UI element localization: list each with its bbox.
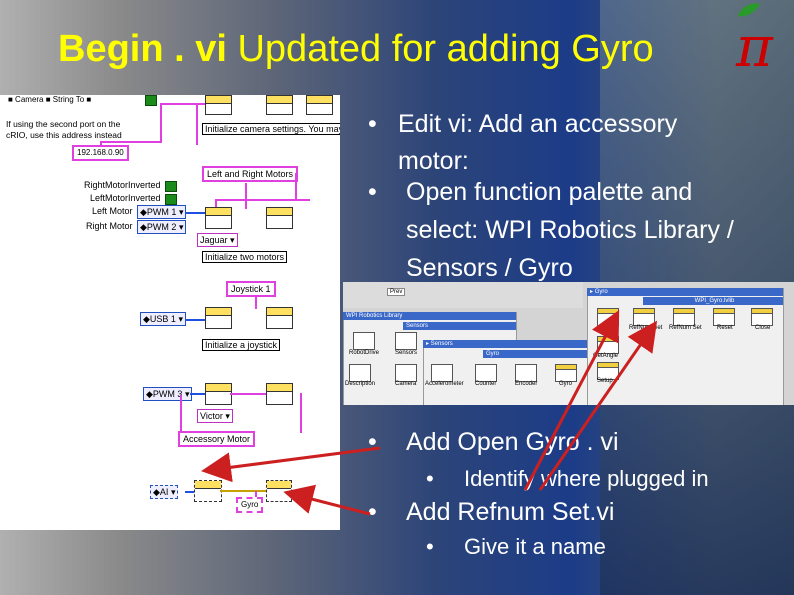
accessory-motor-label: Accessory Motor <box>178 431 256 447</box>
sensors-window-bar: ▸ Sensors <box>423 340 604 348</box>
function-palette-image: Prev WPI Robotics Library Sensors RobotD… <box>343 282 794 405</box>
sensors-bar: Sensors <box>403 322 516 330</box>
wpi-library-bar: WPI Robotics Library <box>343 312 516 320</box>
pwm2-control: ◆PWM 2 ▾ <box>137 220 187 234</box>
usb1-text: USB 1 <box>149 314 176 324</box>
camera-settings-label: Initialize camera settings. You may <box>202 123 340 135</box>
pwm3-text: PWM 3 <box>152 389 183 399</box>
open-accessory-motor-vi <box>205 383 232 405</box>
gyro-close-icon <box>751 308 773 326</box>
title-rest: Updated for adding Gyro <box>226 28 654 70</box>
left-right-motors-label: Left and Right Motors <box>202 166 299 182</box>
gyro-icon <box>555 364 577 382</box>
joystick1-label: Joystick 1 <box>226 281 276 297</box>
note-line-2: cRIO, use this address instead <box>6 130 122 140</box>
pwm2-text: PWM 2 <box>146 222 177 232</box>
block-diagram-image: ■ Camera ■ String To ■ Initialize camera… <box>0 95 340 530</box>
description-icon <box>349 364 371 382</box>
left-motor-label: Left Motor <box>92 206 133 216</box>
title-bold: Begin . vi <box>58 28 227 70</box>
open-motor-vi <box>205 207 232 229</box>
victor-selector: Victor ▾ <box>197 409 233 423</box>
diagram-top-text: ■ Camera ■ String To ■ <box>8 95 92 104</box>
open-joystick-vi <box>205 307 232 329</box>
jaguar-text: Jaguar <box>200 235 228 245</box>
init-joystick-label: Initialize a joystick <box>202 339 281 351</box>
open-gyro-vi <box>194 480 222 502</box>
motor-vi-2 <box>266 207 293 229</box>
gyro-reset-icon <box>713 308 735 326</box>
init-two-motors-label: Initialize two motors <box>202 251 288 263</box>
wpi-gyro-bar: WPI_Gyro.lvlib <box>643 297 783 305</box>
gyro-open-icon <box>597 308 619 326</box>
gyro-name-constant: Gyro <box>236 497 264 513</box>
slide-title: Begin . vi Updated for adding Gyro <box>58 28 654 71</box>
gyro-refnum-set-vi <box>266 480 292 502</box>
camera-vi-3 <box>306 95 333 115</box>
gyro-refnum-set-icon <box>673 308 695 326</box>
camera-icon <box>395 364 417 382</box>
pwm1-text: PWM 1 <box>146 207 177 217</box>
leaf-icon <box>738 3 760 17</box>
gyro-getangle-icon <box>597 336 619 354</box>
right-inverted-bool <box>165 181 177 192</box>
gyro-sub-bar: Gyro <box>483 350 604 358</box>
left-inverted-label: LeftMotorInverted <box>90 193 161 203</box>
accessory-motor-vi-2 <box>266 383 293 405</box>
note-line-1: If using the second port on the <box>6 119 121 129</box>
robotdrive-icon <box>353 332 375 350</box>
diagram-bool <box>145 95 157 106</box>
gyro-palette-bar: ▸ Gyro <box>587 288 783 296</box>
ip-constant: 192.168.0.90 <box>72 145 129 161</box>
ai-control: ◆AI ▾ <box>150 485 179 499</box>
camera-vi-2 <box>266 95 293 115</box>
pwm3-control: ◆PWM 3 ▾ <box>143 387 193 401</box>
accelerometer-icon <box>431 364 453 382</box>
jaguar-selector: Jaguar ▾ <box>197 233 238 247</box>
gyro-refnum-get-icon <box>633 308 655 326</box>
usb1-control: ◆USB 1 ▾ <box>140 312 186 326</box>
pwm1-control: ◆PWM 1 ▾ <box>137 205 187 219</box>
right-motor-label: Right Motor <box>86 221 133 231</box>
encoder-icon <box>515 364 537 382</box>
camera-vi-1 <box>205 95 232 115</box>
victor-text: Victor <box>200 411 223 421</box>
ai-text: AI <box>159 487 169 497</box>
pi-logo: π <box>736 15 773 80</box>
left-inverted-bool <box>165 194 177 205</box>
counter-icon <box>475 364 497 382</box>
joystick-vi-2 <box>266 307 293 329</box>
sensors-icon <box>395 332 417 350</box>
right-inverted-label: RightMotorInverted <box>84 180 161 190</box>
